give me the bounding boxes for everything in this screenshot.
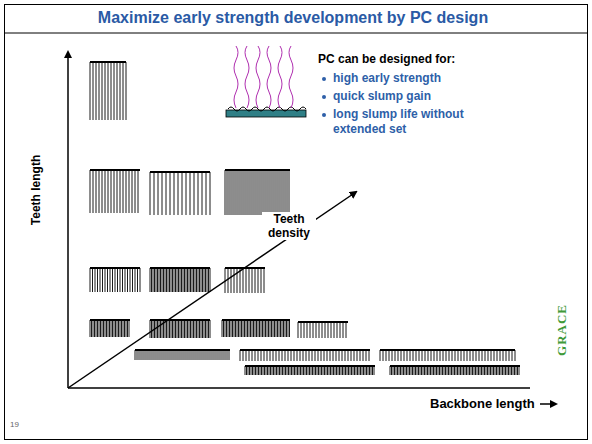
comb-backbone: [298, 321, 348, 323]
axis-arrow: [540, 403, 556, 405]
adsorption-illustration: [226, 46, 306, 117]
feature-list: PC can be designed for: high early streng…: [318, 52, 538, 137]
company-logo: GRACE: [554, 304, 570, 356]
comb-polymer: [390, 366, 520, 375]
bullet-dot: [322, 113, 326, 117]
bullet-text: long slump life without extended set: [333, 107, 483, 137]
comb-polymer: [90, 62, 126, 120]
comb-backbone: [225, 267, 265, 269]
comb-backbone: [150, 171, 210, 173]
comb-backbone: [90, 61, 126, 63]
comb-polymer: [245, 366, 375, 375]
bullet-text: high early strength: [333, 71, 523, 86]
list-heading: PC can be designed for:: [318, 52, 468, 67]
comb-backbone: [90, 169, 140, 171]
bullet-row: long slump life without extended set: [318, 107, 538, 137]
comb-polymer: [150, 172, 210, 215]
comb-backbone: [240, 349, 370, 351]
comb-polymer: [90, 320, 130, 337]
comb-backbone: [222, 319, 290, 321]
comb-polymer: [135, 350, 230, 360]
vertical-axis: [67, 52, 69, 388]
comb-backbone: [225, 169, 290, 171]
comb-backbone: [390, 365, 520, 367]
axis-label: Teeth density: [262, 212, 316, 240]
bullet-row: high early strength: [318, 71, 538, 86]
comb-polymer: [298, 322, 348, 338]
slide-title: Maximize early strength development by P…: [0, 9, 589, 27]
comb-backbone: [245, 365, 375, 367]
comb-polymer: [90, 268, 140, 292]
comb-backbone: [135, 349, 230, 351]
comb-polymer: [150, 320, 210, 338]
page-number: 19: [10, 420, 19, 429]
bullet-dot: [322, 95, 326, 99]
horizontal-axis: [68, 387, 530, 389]
comb-backbone: [380, 349, 515, 351]
diagonal-arrow: [68, 192, 356, 388]
comb-polymer: [150, 268, 210, 292]
axis-label: Backbone length: [430, 396, 535, 411]
slide-frame: [5, 5, 588, 440]
comb-polymer: [380, 350, 515, 361]
title-rule: [5, 33, 587, 34]
comb-polymer: [222, 320, 290, 337]
comb-backbone: [90, 267, 140, 269]
bullet-text: quick slump gain: [333, 89, 523, 104]
bullet-dot: [322, 77, 326, 81]
comb-backbone: [150, 267, 210, 269]
comb-polymers: [90, 62, 520, 375]
comb-backbone: [90, 319, 130, 321]
comb-polymer: [225, 170, 290, 215]
axis-label: Teeth length: [29, 155, 43, 225]
comb-polymer: [225, 268, 265, 293]
comb-polymer: [90, 170, 140, 213]
comb-backbone: [150, 319, 210, 321]
bullet-row: quick slump gain: [318, 89, 538, 104]
comb-polymer: [240, 350, 370, 361]
